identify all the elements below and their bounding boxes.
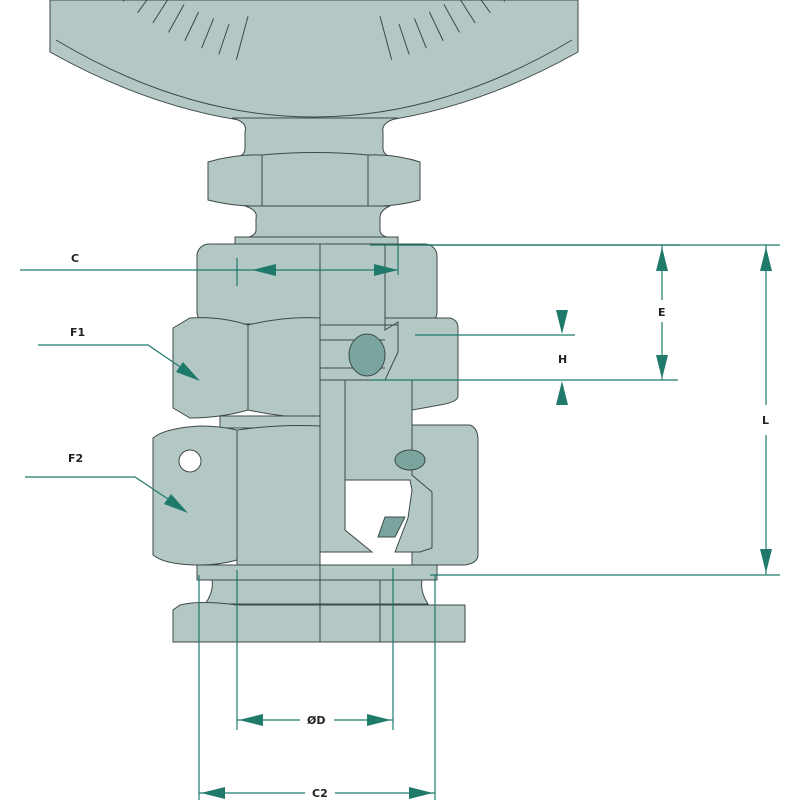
dimension-c: C <box>20 245 399 286</box>
dimension-f1: F1 <box>38 326 200 381</box>
label-od: ØD <box>307 714 325 727</box>
bottom-collar <box>196 564 438 581</box>
dial-tick <box>235 16 249 60</box>
dial-ticks <box>122 0 506 60</box>
cutting-ring <box>377 516 406 538</box>
dial-tick <box>184 11 200 41</box>
dial-tick <box>152 0 169 24</box>
dial-tick <box>459 0 476 24</box>
dimension-h: H <box>370 310 678 405</box>
label-h: H <box>558 353 567 366</box>
f2-hex-nut <box>152 425 321 566</box>
bottom-flange <box>172 602 466 643</box>
dial-tick <box>413 18 427 49</box>
ball-seal <box>394 449 426 471</box>
label-c2: C2 <box>312 787 328 800</box>
dimension-od: ØD <box>236 568 394 730</box>
label-f2: F2 <box>68 452 83 465</box>
inner-body <box>319 379 374 553</box>
dial-tick <box>398 23 410 55</box>
upper-body <box>196 243 438 325</box>
o-ring-seal <box>348 333 386 377</box>
dial-tick <box>480 0 491 13</box>
dimension-c2: C2 <box>198 575 436 800</box>
label-f1: F1 <box>70 326 85 339</box>
dimension-f2: F2 <box>25 452 188 513</box>
label-e: E <box>658 306 666 319</box>
label-c: C <box>71 252 79 265</box>
lock-hole <box>178 449 202 473</box>
bottom-groove <box>204 579 429 605</box>
label-l: L <box>762 414 769 427</box>
lower-neck <box>244 205 391 239</box>
dial-tick <box>428 11 444 41</box>
dial-tick <box>443 4 460 33</box>
dial-tick <box>218 23 230 55</box>
gauge-dial <box>49 0 579 127</box>
dial-tick <box>379 16 393 60</box>
dial-tick <box>137 0 148 13</box>
dial-tick <box>168 4 185 33</box>
dial-tick <box>201 18 215 49</box>
f1-hex-nut <box>172 317 321 419</box>
gauge-hex-nut <box>207 152 421 209</box>
dimension-l: L <box>400 244 780 576</box>
